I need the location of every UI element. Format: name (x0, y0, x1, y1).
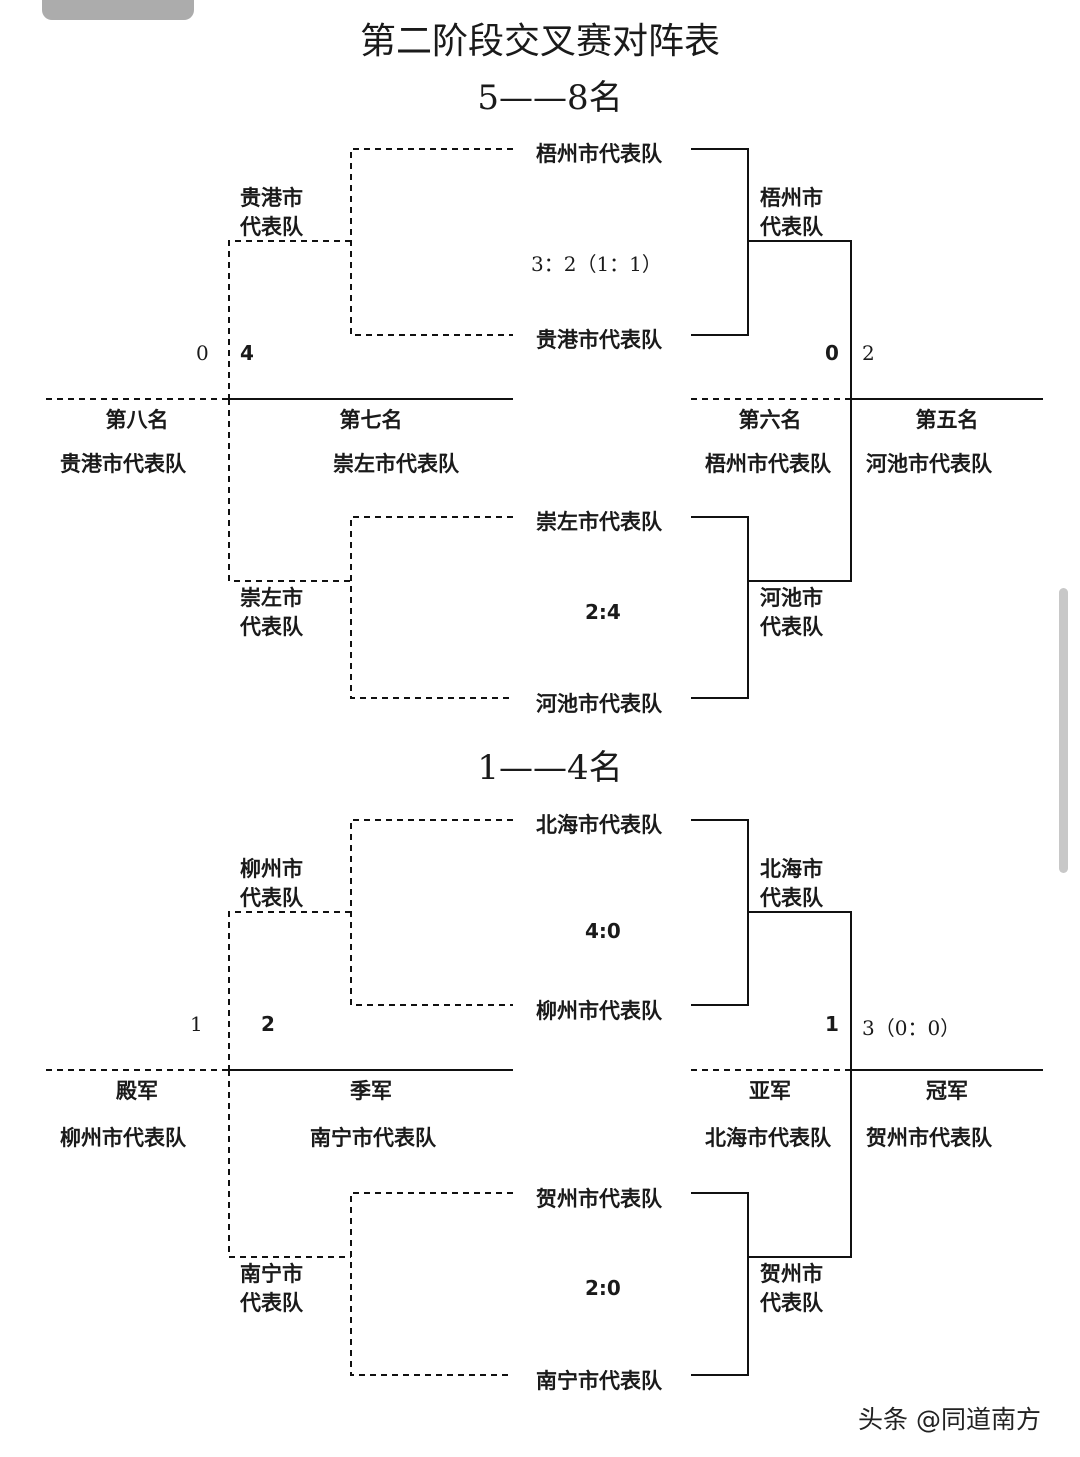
section-heading-5-8: 5——8名 (477, 78, 623, 118)
rank-label-s1-3: 第六名 (738, 408, 802, 432)
rank-team-s2-4: 贺州市代表队 (866, 1126, 992, 1150)
team-s2-lower-bottom: 南宁市代表队 (536, 1369, 662, 1393)
semi-team-s1-left-lower: 崇左市 代表队 (240, 586, 303, 639)
team-s1-lower-top: 崇左市代表队 (536, 510, 662, 534)
rank-label-s2-4: 冠军 (926, 1079, 968, 1103)
bracket-line-s2-left-semi-bottom (228, 1070, 351, 1258)
rank-label-s1-1: 第八名 (105, 408, 169, 432)
semi-team-s2-left-lower: 南宁市 代表队 (240, 1262, 303, 1315)
rank-team-s2-1: 柳州市代表队 (60, 1126, 186, 1150)
bracket-line-s1-upper-right (691, 148, 749, 336)
team-s2-upper-top: 北海市代表队 (536, 813, 662, 837)
team-s1-lower-bottom: 河池市代表队 (536, 692, 662, 716)
bracket-line-s1-lower-right (691, 516, 749, 699)
section-heading-1-4: 1——4名 (477, 748, 623, 788)
semi-score-s1-right-b: 2 (862, 341, 875, 365)
bracket-line-s1-upper-left (350, 148, 513, 336)
bracket-line-s2-upper-right (691, 819, 749, 1006)
status-pill (42, 0, 194, 20)
semi-score-s1-right-a: 0 (825, 341, 839, 365)
page-title: 第二阶段交叉赛对阵表 (359, 21, 720, 62)
rank-team-s1-1: 贵港市代表队 (60, 452, 186, 476)
rank-team-s2-2: 南宁市代表队 (310, 1126, 436, 1150)
bracket-line-s1-left-semi-bottom (228, 399, 351, 582)
bracket-line-s1-left-semi-top (228, 240, 351, 399)
semi-team-s2-left-upper: 柳州市 代表队 (240, 857, 303, 910)
bracket-line-s1-lower-left (350, 516, 513, 699)
rank-team-s1-4: 河池市代表队 (866, 452, 992, 476)
team-s1-upper-top: 梧州市代表队 (536, 142, 662, 166)
semi-team-s1-right-lower: 河池市 代表队 (760, 586, 823, 639)
semi-score-s2-right-a: 1 (825, 1012, 839, 1036)
match-score-s2-upper: 4:0 (585, 919, 621, 943)
rank-team-s2-3: 北海市代表队 (705, 1126, 831, 1150)
bracket-line-s2-lower-right (691, 1192, 749, 1376)
rank-team-s1-3: 梧州市代表队 (705, 452, 831, 476)
team-s2-upper-bottom: 柳州市代表队 (536, 999, 662, 1023)
rank-label-s2-2: 季军 (350, 1079, 392, 1103)
team-s2-lower-top: 贺州市代表队 (536, 1187, 662, 1211)
semi-team-s1-right-upper: 梧州市 代表队 (760, 186, 823, 239)
bracket-line-s2-left-semi-top (228, 911, 351, 1070)
watermark: 头条 @同道南方 (858, 1405, 1041, 1434)
match-score-s1-upper: 3：2（1：1） (531, 252, 662, 276)
team-s1-upper-bottom: 贵港市代表队 (536, 328, 662, 352)
semi-score-s2-right-b: 3（0：0） (862, 1016, 961, 1040)
rank-team-s1-2: 崇左市代表队 (333, 452, 459, 476)
match-score-s1-lower: 2:4 (585, 600, 621, 624)
match-score-s2-lower: 2:0 (585, 1276, 621, 1300)
rank-label-s2-3: 亚军 (749, 1079, 791, 1103)
semi-team-s2-right-lower: 贺州市 代表队 (760, 1262, 823, 1315)
bracket-line-s2-upper-left (350, 819, 513, 1006)
rank-label-s1-4: 第五名 (915, 408, 979, 432)
bracket-line-s1-right-semi (748, 240, 852, 582)
semi-score-s2-left-a: 1 (190, 1012, 203, 1036)
scrollbar-thumb[interactable] (1059, 588, 1068, 873)
semi-team-s2-right-upper: 北海市 代表队 (760, 857, 823, 910)
bracket-line-s2-lower-left (350, 1192, 513, 1376)
semi-team-s1-left-upper: 贵港市 代表队 (240, 186, 303, 239)
semi-score-s1-left-a: 0 (196, 341, 209, 365)
bracket-line-s2-right-semi (748, 911, 852, 1258)
semi-score-s2-left-b: 2 (261, 1012, 275, 1036)
rank-label-s2-1: 殿军 (116, 1079, 158, 1103)
semi-score-s1-left-b: 4 (240, 341, 254, 365)
rank-label-s1-2: 第七名 (339, 408, 403, 432)
